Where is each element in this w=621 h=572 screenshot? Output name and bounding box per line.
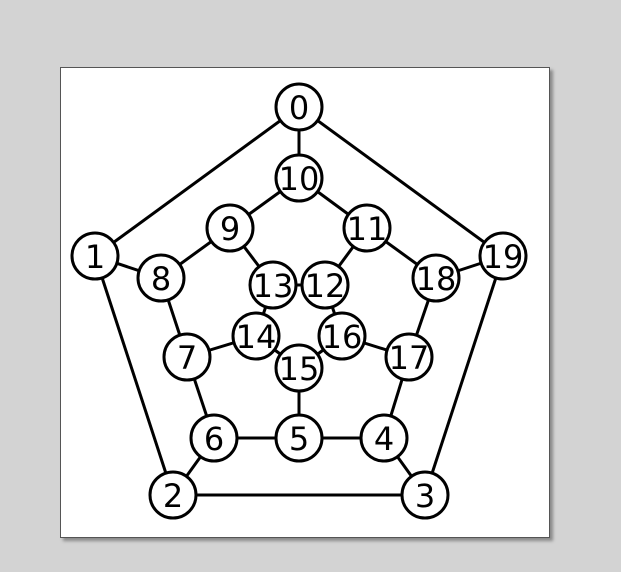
node-label: 9 [220,210,240,248]
node-circle [274,413,324,463]
node-3: 3 [400,470,450,520]
node-circle [205,203,255,253]
node-label: 4 [374,420,394,458]
node-5: 5 [274,413,324,463]
node-6: 6 [189,413,239,463]
node-label: 19 [483,238,524,276]
node-9: 9 [205,203,255,253]
node-label: 16 [322,318,363,356]
node-circle [248,260,298,310]
node-4: 4 [359,413,409,463]
node-label: 5 [289,420,309,458]
node-label: 8 [151,260,171,298]
node-circle [478,231,528,281]
node-circle [274,343,324,393]
node-label: 14 [236,318,277,356]
node-label: 15 [279,350,320,388]
node-2: 2 [148,470,198,520]
node-15: 15 [274,343,324,393]
node-label: 1 [85,238,105,276]
node-circle [70,231,120,281]
node-circle [384,332,434,382]
node-circle [359,413,409,463]
node-circle [162,332,212,382]
node-12: 12 [300,260,350,310]
edge-0-1 [94,105,300,258]
node-circle [148,470,198,520]
node-18: 18 [411,253,461,303]
node-label: 11 [347,210,388,248]
node-circle [411,253,461,303]
edge-3-19 [423,255,505,496]
node-1: 1 [70,231,120,281]
node-circle [274,82,324,132]
node-11: 11 [342,203,392,253]
edge-19-0 [298,105,504,258]
node-circle [342,203,392,253]
node-circle [189,413,239,463]
node-label: 2 [163,477,183,515]
node-circle [400,470,450,520]
node-label: 3 [415,477,435,515]
node-17: 17 [384,332,434,382]
node-7: 7 [162,332,212,382]
node-circle [136,253,186,303]
node-label: 13 [253,267,294,305]
node-10: 10 [274,153,324,203]
node-circle [317,311,367,361]
node-label: 6 [204,420,224,458]
node-14: 14 [231,311,281,361]
node-label: 17 [389,339,430,377]
node-label: 0 [289,89,309,127]
node-19: 19 [478,231,528,281]
node-label: 10 [279,160,320,198]
node-label: 7 [177,339,197,377]
edge-1-2 [93,255,175,496]
node-8: 8 [136,253,186,303]
node-circle [300,260,350,310]
node-label: 18 [416,260,457,298]
node-label: 12 [305,267,346,305]
node-circle [274,153,324,203]
node-13: 13 [248,260,298,310]
node-circle [231,311,281,361]
node-0: 0 [274,82,324,132]
node-16: 16 [317,311,367,361]
